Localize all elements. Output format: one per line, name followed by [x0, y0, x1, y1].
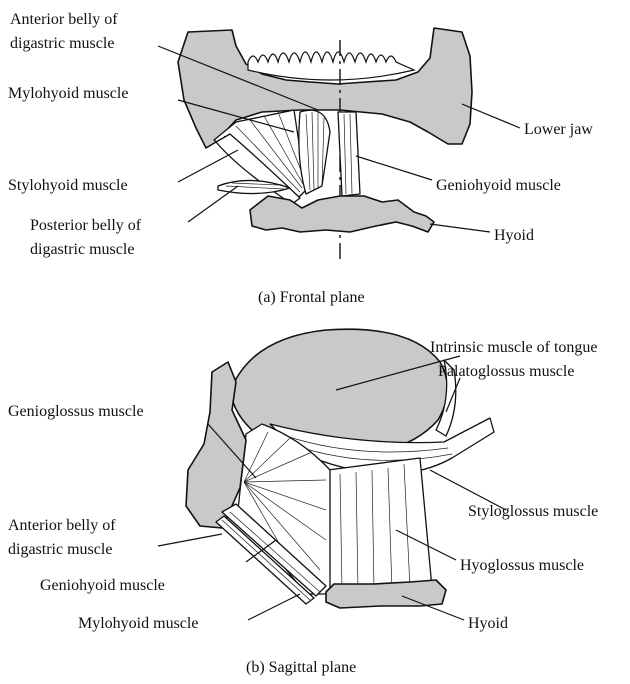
label-anterior-belly-sag-l1: Anterior belly of — [8, 517, 116, 534]
label-anterior-belly-sag-l2: digastric muscle — [8, 541, 112, 558]
label-mylohyoid-sag: Mylohyoid muscle — [78, 615, 198, 632]
label-hyoid: Hyoid — [494, 227, 534, 244]
label-intrinsic: Intrinsic muscle of tongue — [430, 339, 598, 356]
hyoid-bone-frontal — [250, 196, 434, 232]
label-anterior-belly-l1: Anterior belly of — [10, 11, 118, 28]
label-genioglossus: Genioglossus muscle — [8, 403, 144, 420]
caption-sagittal: (b) Sagittal plane — [246, 659, 356, 676]
label-geniohyoid: Geniohyoid muscle — [436, 177, 561, 194]
label-mylohyoid: Mylohyoid muscle — [8, 85, 128, 102]
anterior-belly-digastric-frontal — [299, 110, 330, 194]
sagittal-diagram: Intrinsic muscle of tongue Palatoglossus… — [8, 329, 598, 676]
caption-frontal: (a) Frontal plane — [258, 289, 365, 306]
label-anterior-belly-l2: digastric muscle — [10, 35, 114, 52]
hyoglossus-muscle — [328, 458, 432, 596]
hyoid-bone-sagittal — [326, 580, 446, 608]
label-styloglossus: Styloglossus muscle — [468, 503, 598, 520]
label-lower-jaw: Lower jaw — [524, 121, 593, 138]
label-posterior-belly-l2: digastric muscle — [30, 241, 134, 258]
label-hyoglossus: Hyoglossus muscle — [460, 557, 584, 574]
label-geniohyoid-sag: Geniohyoid muscle — [40, 577, 165, 594]
label-hyoid-sag: Hyoid — [468, 615, 508, 632]
frontal-diagram: Anterior belly of digastric muscle Myloh… — [8, 11, 593, 306]
teeth — [248, 52, 414, 80]
geniohyoid-muscle-frontal — [338, 112, 360, 196]
label-posterior-belly-l1: Posterior belly of — [30, 217, 142, 234]
label-stylohyoid: Stylohyoid muscle — [8, 177, 128, 194]
label-palatoglossus: Palatoglossus muscle — [438, 363, 574, 380]
